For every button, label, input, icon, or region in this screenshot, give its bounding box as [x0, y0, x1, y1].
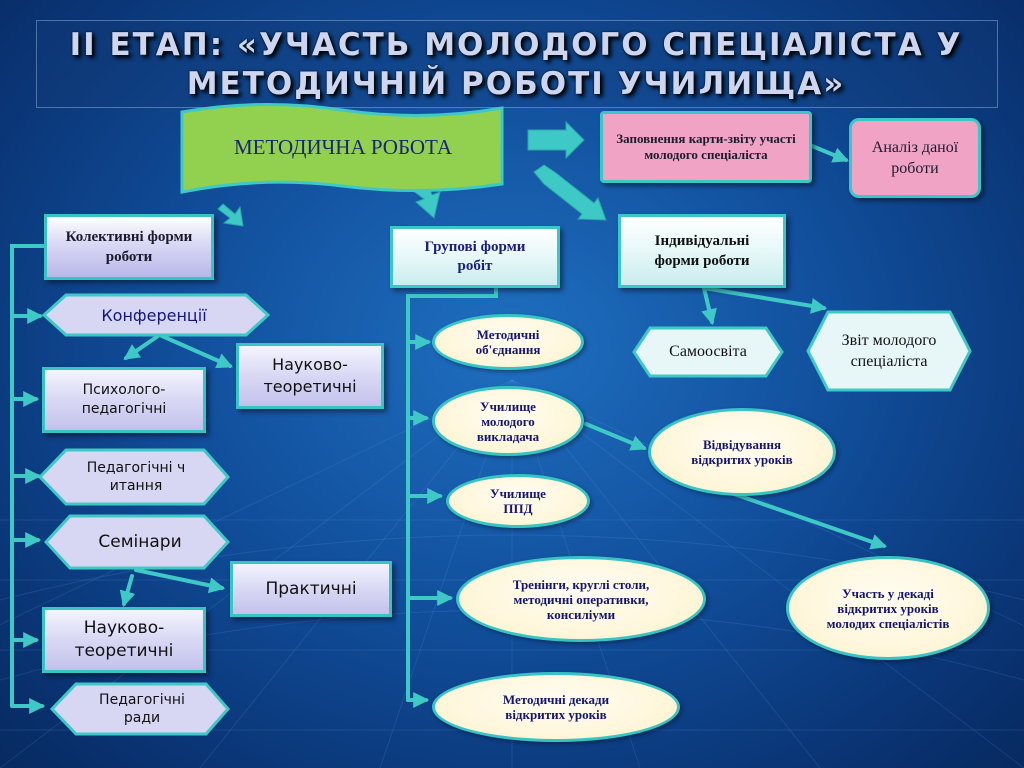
hex-ped-readings-shape: [38, 448, 230, 506]
ped-councils-label: Педагогічні ради: [99, 692, 185, 726]
slide-title-line-1: ІІ ЕТАП: «УЧАСТЬ МОЛОДОГО СПЕЦІАЛІСТА У: [69, 27, 963, 63]
decade-participation-label: Участь у декаді відкритих уроків молодих…: [826, 585, 950, 631]
ped-readings-label: Педагогічні читання: [86, 460, 186, 494]
method-decades-label: Методичні декади відкритих уроків: [502, 692, 610, 722]
card-fill-label: Заповнення карти-звіту участі молодого с…: [616, 131, 796, 162]
method-decades-ellipse: Методичні декади відкритих уроків: [432, 672, 680, 742]
decade-participation-ellipse: Участь у декаді відкритих уроків молодих…: [786, 556, 990, 660]
trainings-ellipse: Тренінги, круглі столи, методичні операт…: [456, 556, 706, 642]
visiting-lessons-label: Відвідування відкритих уроків: [691, 437, 793, 467]
practical-label: Практичні: [265, 579, 357, 599]
conferences-label: Конференції: [101, 305, 207, 325]
young-teacher-school-ellipse: Училище молодого викладача: [432, 386, 584, 456]
psych-ped-label: Психолого-педагогічні: [81, 382, 167, 417]
visiting-lessons-ellipse: Відвідування відкритих уроків: [648, 408, 836, 496]
sci-theoretical-label-1: Науково-теоретичні: [263, 355, 357, 396]
sci-theoretical-box-1: Науково-теоретичні: [236, 343, 384, 409]
hex-report-shape: [806, 310, 972, 392]
seminars-label: Семінари: [98, 531, 182, 552]
group-forms-label: Групові форми робіт: [424, 239, 526, 274]
trainings-label: Тренінги, круглі столи, методичні операт…: [512, 576, 650, 622]
block-arrow-down-right: [533, 164, 607, 221]
sci-theoretical-box-2: Науково-теоретичні: [42, 607, 206, 673]
individual-forms-label: Індивідуальні форми роботи: [654, 233, 750, 269]
collective-forms-label: Колективні форми роботи: [65, 229, 193, 265]
hex-self-education-shape: [632, 326, 784, 378]
report-label: Звіт молодого спеціаліста: [841, 332, 937, 370]
young-teacher-school-label: Училище молодого викладача: [476, 398, 540, 444]
block-arrow-down-left: [217, 203, 244, 227]
method-unions-label: Методичні об'єднання: [475, 327, 541, 357]
ppd-school-ellipse: Училище ППД: [446, 474, 590, 528]
slide-title-line-2: МЕТОДИЧНІЙ РОБОТІ УЧИЛИЩА»: [186, 66, 846, 102]
ppd-school-label: Училище ППД: [490, 486, 546, 516]
individual-forms-header: Індивідуальні форми роботи: [618, 214, 786, 288]
analysis-box: Аналіз даної роботи: [849, 118, 981, 198]
sci-theoretical-label-2: Науково-теоретичні: [74, 618, 174, 661]
psych-ped-box: Психолого-педагогічні: [42, 367, 206, 433]
title-frame: [36, 20, 998, 108]
hex-seminars-shape: [44, 514, 230, 570]
card-fill-box: Заповнення карти-звіту участі молодого с…: [600, 111, 812, 183]
block-arrow-right: [527, 120, 585, 160]
main-banner-label: МЕТОДИЧНА РОБОТА: [233, 134, 453, 159]
slide-title: ІІ ЕТАП: «УЧАСТЬ МОЛОДОГО СПЕЦІАЛІСТА У …: [36, 26, 996, 104]
main-banner: [180, 102, 504, 194]
hex-ped-councils-shape: [50, 682, 230, 736]
self-education-label: Самоосвіта: [669, 343, 747, 360]
analysis-label: Аналіз даної роботи: [871, 139, 959, 177]
method-unions-ellipse: Методичні об'єднання: [432, 314, 584, 370]
group-forms-header: Групові форми робіт: [390, 226, 560, 288]
collective-forms-header: Колективні форми роботи: [44, 214, 214, 280]
practical-box: Практичні: [230, 561, 392, 617]
hex-conferences-shape: [42, 293, 270, 337]
